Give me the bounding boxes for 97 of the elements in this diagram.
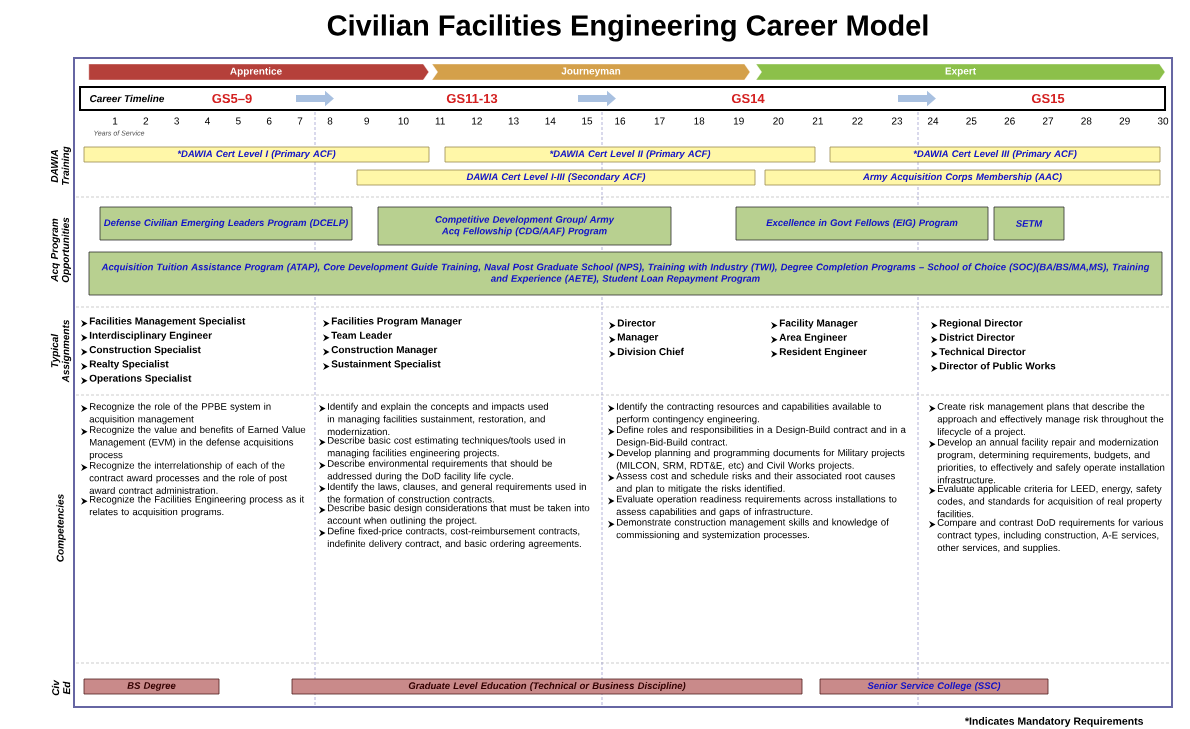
list-item: Develop an annual facility repair and modernization program, determining requirements, budgets, and priorities, to effectively and safely operate installation infrastructure. [929, 438, 1165, 484]
training-bar: *DAWIA Cert Level I (Primary ACF) [83, 146, 430, 163]
year-number: 18 [694, 117, 705, 125]
list-item: Define fixed-price contracts, cost-reimbursement contracts, indefinite delivery contract, and basic ordering agreements. [319, 527, 581, 549]
grade-label: Career Timeline [90, 94, 165, 103]
year-number: 9 [364, 117, 370, 125]
list-item: Recognize the role of the PPBE system in acquisition management [81, 402, 271, 425]
list-item: Evaluate operation readiness requirements across installations to assess capabilities and gaps of infrastructure. [608, 495, 897, 517]
training-bar: *DAWIA Cert Level II (Primary ACF) [444, 146, 816, 163]
list-item: Recognize the value and benefits of Earned Value Management (EVM) in the defense acquisitions process [81, 425, 306, 461]
list-item: Describe environmental requirements that should be addressed during the DoD facility life cycle. [319, 459, 552, 482]
list-item: Facilities Program Manager [323, 317, 462, 327]
list-item: Resident Engineer [771, 347, 867, 358]
list-item: Assess cost and schedule risks and their associated root causes and plan to mitigate the risks identified. [608, 472, 895, 494]
row-header: Civ Ed [51, 679, 71, 696]
year-number: 28 [1081, 117, 1092, 125]
grade-label: GS11-13 [446, 93, 498, 104]
year-number: 8 [327, 117, 333, 125]
row-header: Acq Program Opportunities [51, 217, 71, 283]
year-number: 2 [143, 117, 149, 125]
list-item: Operations Specialist [81, 374, 192, 385]
list-item: Team Leader [323, 331, 392, 342]
list-item: Facilities Management Specialist [81, 317, 246, 327]
year-number: 27 [1042, 117, 1054, 125]
list-item: Create risk management plans that describe the approach and effectively manage risk throughout the lifecycle of a project. [929, 402, 1164, 437]
list-item: Define roles and responsibilities in a Design-Build contract and in a Design-Bid-Build contract. [608, 425, 906, 448]
grade-label: GS15 [1031, 93, 1065, 104]
list-item: Realty Specialist [81, 360, 169, 370]
year-number: 26 [1004, 117, 1015, 125]
list-item: Manager [609, 333, 659, 344]
year-number: 7 [297, 117, 303, 125]
year-number: 12 [472, 117, 482, 125]
grade-label: GS14 [731, 93, 765, 104]
program-box: Defense Civilian Emerging Leaders Program (DCELP) [99, 206, 353, 241]
row-header: Typical Assignments [50, 319, 72, 383]
row-header: Competencies [56, 494, 66, 562]
year-number: 17 [654, 117, 665, 125]
list-item: District Director [931, 333, 1015, 344]
year-number: 1 [113, 117, 118, 125]
list-item: Construction Specialist [81, 345, 201, 356]
year-number: 29 [1119, 117, 1130, 125]
list-item: Director of Public Works [931, 362, 1056, 372]
list-item: Interdisciplinary Engineer [81, 331, 212, 342]
year-number: 21 [812, 117, 823, 125]
program-box: Competitive Development Group/ Army Acq Fellowship (CDG/AAF) Program [377, 206, 672, 246]
year-number: 11 [435, 117, 445, 125]
list-item: Identify the contracting resources and capabilities available to perform contingency engineering. [608, 402, 881, 425]
list-item: Evaluate applicable criteria for LEED, energy, safety codes, and standards for acquisition of real property facilities. [929, 485, 1162, 518]
list-item: Regional Director [931, 319, 1023, 329]
year-number: 23 [891, 117, 903, 125]
year-number: 22 [852, 117, 863, 125]
year-number: 24 [927, 117, 939, 125]
list-item: Technical Director [931, 347, 1026, 358]
row-header: DAWIA Training [51, 146, 71, 185]
list-item: Area Engineer [771, 333, 847, 344]
year-number: 25 [966, 117, 977, 125]
footnote: *Indicates Mandatory Requirements [964, 717, 1144, 727]
list-item: Describe basic cost estimating techniques/tools used in managing facilities engineering projects. [319, 436, 566, 459]
list-item: Demonstrate construction management skills and knowledge of commissioning and systemization processes. [608, 518, 889, 541]
list-item: Describe basic design considerations that must be taken into account when outlining the project. [319, 504, 590, 526]
program-box: SETM [993, 206, 1065, 241]
title: Civilian Facilities Engineering Career Model [327, 14, 928, 42]
year-number: 10 [398, 117, 409, 125]
list-item: Recognize the interrelationship of each of the contract award processes and the role of post award contract administration. [81, 461, 288, 494]
year-number: 14 [545, 117, 556, 125]
year-number: 5 [235, 117, 241, 125]
grade-label: GS5–9 [212, 93, 252, 104]
year-number: 4 [204, 117, 210, 125]
list-item: Recognize the Facilities Engineering process as it relates to acquisition programs. [81, 495, 305, 518]
list-item: Director [609, 319, 656, 329]
list-item: Construction Manager [323, 345, 438, 356]
year-number: 3 [174, 117, 179, 125]
stage-band: Expert [755, 63, 1166, 81]
list-item: Compare and contrast DoD requirements for various contract types, including construction, A-E services, other services, and supplies. [929, 518, 1164, 553]
training-bar: Army Acquisition Corps Membership (AAC) [764, 169, 1161, 186]
education-bar: BS Degree [83, 678, 220, 695]
list-item: Identify and explain the concepts and impacts used in managing facilities sustainment, restoration, and modernization. [319, 402, 548, 436]
education-bar: Senior Service College (SSC) [819, 678, 1049, 695]
stage-band: Journeyman [431, 63, 751, 81]
year-number: 20 [773, 117, 784, 125]
year-number: 6 [266, 117, 272, 125]
education-bar: Graduate Level Education (Technical or Business Discipline) [291, 678, 803, 695]
year-number: 30 [1157, 117, 1169, 125]
year-number: 15 [582, 117, 593, 125]
year-number: 13 [508, 117, 519, 125]
list-item: Facility Manager [771, 319, 858, 329]
year-number: 16 [615, 117, 626, 125]
program-box: Acquisition Tuition Assistance Program (ATAP), Core Development Guide Training, Naval Post Graduate School (NPS), Training with Industry (TWI), Degree Completion Programs – School of Choice (SOC)(BA/BS/MA,MS), Training and Experience (AETE), Student Loan Repayment Program [88, 251, 1163, 296]
list-item: Develop planning and programming documents for Military projects (MILCON, SRM, RDT&E, etc) and Civil Works projects. [608, 449, 905, 471]
list-item: Division Chief [609, 347, 684, 358]
stage-band: Apprentice [88, 63, 429, 81]
list-item: Sustainment Specialist [323, 360, 441, 370]
training-bar: DAWIA Cert Level I-III (Secondary ACF) [356, 169, 756, 186]
training-bar: *DAWIA Cert Level III (Primary ACF) [829, 146, 1161, 163]
program-box: Excellence in Govt Fellows (EIG) Program [735, 206, 989, 241]
list-item: Identify the laws, clauses, and general requirements used in the formation of construction contracts. [319, 482, 586, 503]
year-number: 19 [733, 117, 744, 125]
